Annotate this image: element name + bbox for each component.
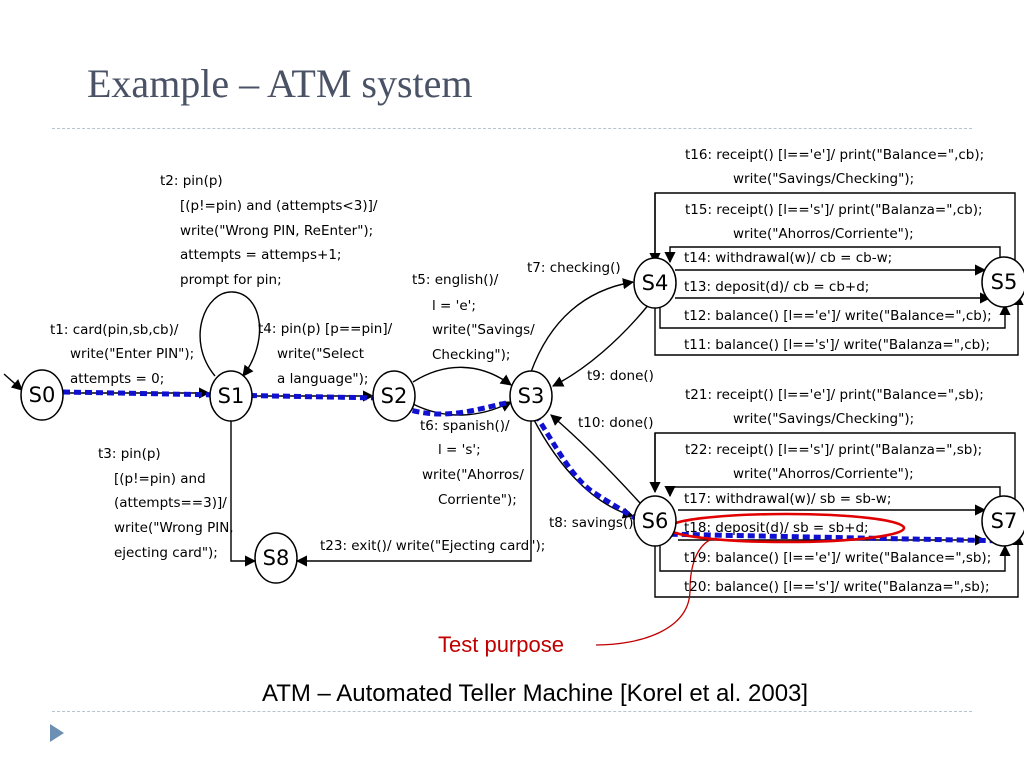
t9-label: t9: done() (587, 368, 654, 384)
edge-t15 (664, 246, 1001, 264)
state-s7: S7 (981, 495, 1024, 547)
state-s8: S8 (254, 532, 298, 584)
edge-initial (3, 373, 23, 391)
state-s6: S6 (633, 495, 677, 547)
t10-label: t10: done() (578, 415, 654, 431)
t13-label: t13: deposit(d)/ cb = cb+d; (684, 279, 869, 295)
state-s3: S3 (509, 370, 553, 422)
t8-label: t8: savings() (549, 515, 633, 531)
test-purpose-leader (595, 539, 711, 646)
t2-line-2: [(p!=pin) and (attempts<3)]/ (180, 198, 378, 214)
t17-label: t17: withdrawal(w)/ sb = sb-w; (684, 491, 891, 507)
t4-line-3: a language"); (277, 371, 368, 387)
edge-t9 (551, 302, 651, 387)
state-s0-label: S0 (29, 383, 56, 407)
t18-label: t18: deposit(d)/ sb = sb+d; (684, 520, 869, 536)
t3-line-5: ejecting card"); (114, 545, 218, 561)
state-s6-label: S6 (642, 509, 669, 533)
t1-line-3: attempts = 0; (70, 371, 164, 387)
t22-line-2: write("Ahorros/Corriente"); (733, 466, 914, 482)
t3-line-3: (attempts==3)]/ (114, 495, 227, 511)
t16-line-2: write("Savings/Checking"); (733, 171, 914, 187)
top-divider (52, 128, 972, 129)
edge-t20 (654, 533, 1024, 598)
edge-t2-loop (199, 291, 261, 377)
test-purpose-label: Test purpose (438, 632, 564, 657)
t15-line-2: write("Ahorros/Corriente"); (733, 226, 914, 242)
state-s1-label: S1 (218, 384, 245, 408)
t6-line-3: write("Ahorros/ (422, 467, 524, 483)
bottom-divider (52, 711, 972, 712)
t21-line-2: write("Savings/Checking"); (733, 411, 914, 427)
t23-label: t23: exit()/ write("Ejecting card"); (320, 538, 545, 554)
state-s4: S4 (633, 257, 677, 309)
t2-line-4: attempts = attemps+1; (180, 247, 341, 263)
t19-label: t19: balance() [l=='e']/ write("Balance=… (684, 550, 991, 566)
edge-t11 (654, 293, 1024, 356)
edge-t5 (412, 366, 512, 386)
state-s1: S1 (209, 370, 253, 422)
t20-label: t20: balance() [l=='s']/ write("Balanza=… (684, 579, 990, 595)
state-s7-label: S7 (991, 509, 1018, 533)
state-nodes: S0 S1 S2 S3 S4 S5 S6 S7 S8 (20, 256, 1024, 584)
t4-line-1: t4: pin(p) [p==pin]/ (258, 321, 393, 337)
t2-line-3: write("Wrong PIN, ReEnter"); (180, 223, 373, 239)
t11-label: t11: balance() [l=='s']/ write("Balanza=… (684, 337, 990, 353)
t16-line-1: t16: receipt() [l=='e']/ print("Balance=… (685, 147, 984, 163)
t6-line-4: Corriente"); (438, 492, 517, 508)
t15-line-1: t15: receipt() [l=='s']/ print("Balanza=… (685, 202, 983, 218)
state-s3-label: S3 (518, 384, 545, 408)
state-s2: S2 (372, 370, 416, 422)
t21-line-1: t21: receipt() [l=='e']/ print("Balance=… (685, 387, 984, 403)
edge-t7 (530, 278, 635, 373)
t6-line-1: t6: spanish()/ (420, 418, 510, 434)
t3-line-1: t3: pin(p) (98, 446, 161, 462)
edge-t23 (295, 418, 532, 567)
edge-t3 (230, 420, 257, 567)
t1-line-2: write("Enter PIN"); (70, 346, 194, 362)
state-s4-label: S4 (642, 271, 669, 295)
t6-line-2: l = 's'; (438, 442, 481, 458)
state-s2-label: S2 (381, 384, 408, 408)
t5-line-3: write("Savings/ (432, 322, 535, 338)
t2-line-5: prompt for pin; (180, 272, 282, 288)
t22-line-1: t22: receipt() [l=='s']/ print("Balanza=… (685, 442, 982, 458)
t12-label: t12: balance() [l=='e']/ write("Balance=… (684, 308, 992, 324)
transition-labels: t1: card(pin,sb,cb)/ write("Enter PIN");… (50, 147, 992, 595)
state-s5: S5 (981, 256, 1024, 308)
t5-line-2: l = 'e'; (432, 298, 476, 314)
t7-label: t7: checking() (527, 260, 621, 276)
t2-line-1: t2: pin(p) (160, 173, 223, 189)
bullet-arrow-icon (50, 724, 64, 742)
t3-line-4: write("Wrong PIN, (114, 520, 234, 536)
t14-label: t14: withdrawal(w)/ cb = cb-w; (684, 250, 892, 266)
edge-t8 (532, 417, 635, 519)
state-s0: S0 (20, 369, 64, 421)
state-s8-label: S8 (263, 546, 290, 570)
slide-title: Example – ATM system (87, 61, 473, 106)
t5-line-4: Checking"); (432, 347, 510, 363)
t1-line-1: t1: card(pin,sb,cb)/ (50, 322, 179, 338)
edge-t22 (664, 485, 1001, 504)
edge-t12 (659, 302, 1011, 329)
t5-line-1: t5: english()/ (412, 272, 499, 288)
t4-line-2: write("Select (277, 346, 364, 362)
edge-t19 (659, 542, 1011, 572)
test-path (62, 389, 1011, 544)
edge-t10 (550, 414, 641, 504)
t3-line-2: [(p!=pin) and (114, 471, 206, 487)
state-s5-label: S5 (991, 270, 1018, 294)
slide-caption: ATM – Automated Teller Machine [Korel et… (262, 680, 809, 707)
